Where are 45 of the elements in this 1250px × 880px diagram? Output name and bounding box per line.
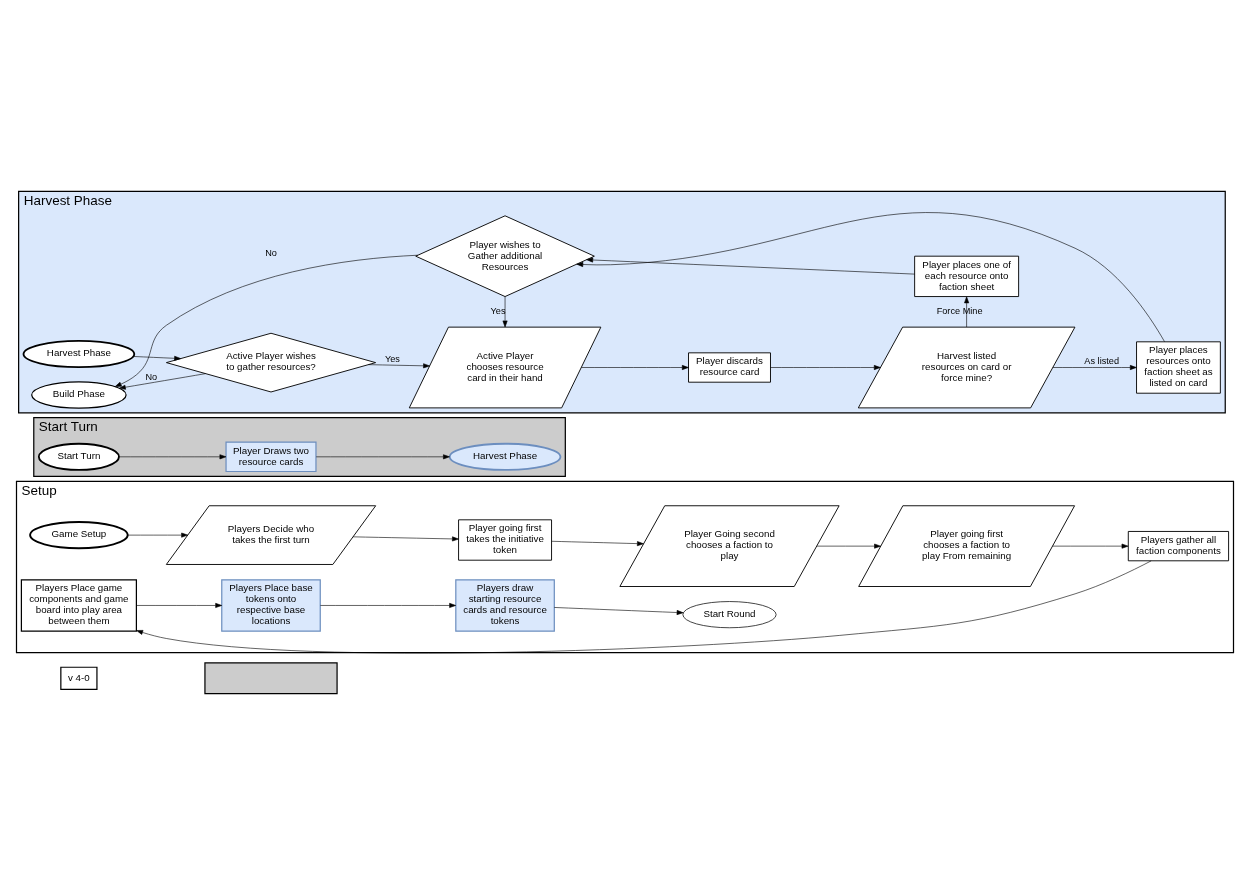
node-ellipse: Start Turn [37, 442, 120, 471]
node-box: Player places resources onto faction sheet as listed on card [1136, 341, 1221, 394]
node-box: v 4-0 [60, 666, 98, 690]
arrow [964, 296, 970, 328]
arrow [136, 603, 223, 608]
edge-label: No [145, 371, 158, 382]
node-ellipse: Harvest Phase [448, 442, 562, 471]
arrow [576, 212, 1165, 342]
node-box: Player discards resource card [688, 352, 771, 383]
edge-label: Yes [385, 354, 400, 365]
arrow [136, 560, 1152, 654]
node-diamond: Active Player wishes to gather resources? [165, 332, 377, 393]
arrow [320, 603, 456, 608]
node-box: Player Draws two resource cards [225, 441, 317, 473]
arrow [119, 454, 227, 460]
arrow [1052, 543, 1129, 549]
arrow [114, 254, 419, 387]
arrow [352, 536, 459, 542]
arrow [502, 296, 508, 328]
node-box: Players Place game components and game board into play area between them [20, 579, 137, 632]
node-box: Player places one of each resource onto faction sheet [914, 255, 1020, 297]
node-ellipse: Game Setup [29, 521, 129, 550]
arrow [315, 454, 450, 460]
edge-label: As listed [1084, 356, 1119, 367]
arrow [581, 365, 689, 370]
arrow [133, 355, 181, 361]
arrow [551, 540, 644, 547]
arrow [127, 532, 188, 538]
edge-label: Force Mine [936, 305, 983, 316]
arrow [770, 365, 881, 370]
arrow [1052, 365, 1137, 370]
arrow [816, 543, 881, 549]
node-box: Player going first takes the initiative token [458, 519, 552, 561]
arrow [119, 373, 206, 390]
node-box: Players draw starting resource cards and resource tokens [455, 579, 555, 632]
arrow [554, 607, 684, 615]
arrow [586, 257, 915, 275]
node-box [204, 662, 338, 695]
node-box: Players Place base tokens onto respective base locations [221, 579, 321, 632]
edge-label: Yes [490, 305, 506, 316]
node-ellipse: Harvest Phase [22, 340, 136, 369]
node-ellipse: Start Round [682, 601, 777, 629]
arrow [368, 363, 430, 369]
edge-label: No [265, 247, 277, 258]
node-box: Players gather all faction components [1127, 531, 1230, 562]
